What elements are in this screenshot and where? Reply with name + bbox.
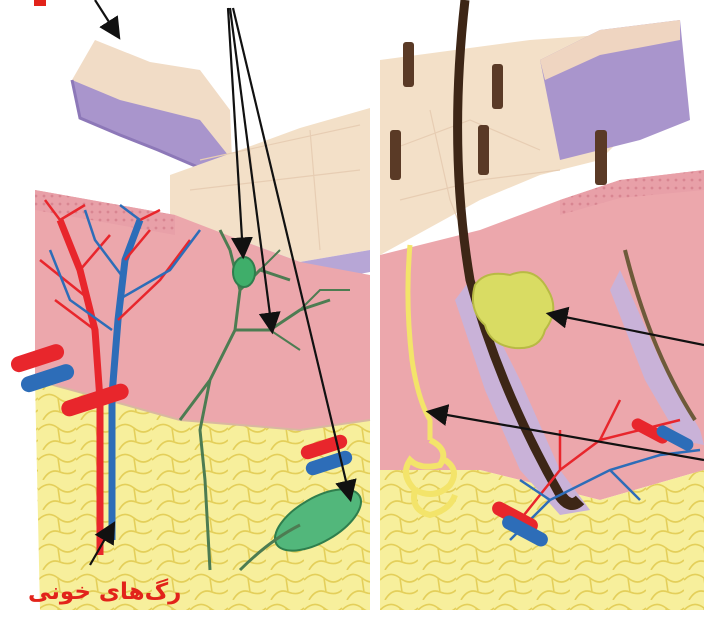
right-skin-block xyxy=(380,0,704,610)
nerve-ending-receptor xyxy=(233,257,255,287)
label-fragment-top xyxy=(34,0,46,6)
left-skin-block xyxy=(9,40,371,610)
arrow-to-epidermis xyxy=(95,0,118,36)
blood-vessels-label: رگ‌های خونی xyxy=(28,579,181,605)
